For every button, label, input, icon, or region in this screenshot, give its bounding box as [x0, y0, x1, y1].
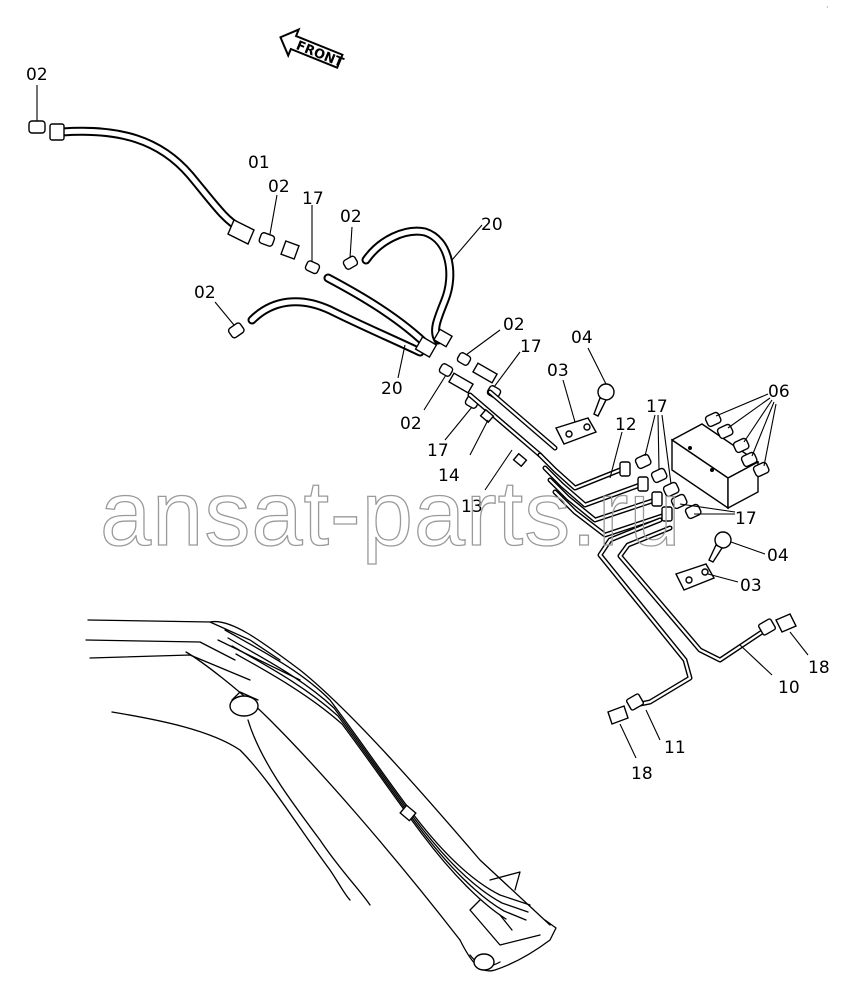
callout-04-upper: 04	[571, 328, 593, 348]
callout-10: 10	[778, 678, 800, 698]
fitting-block	[280, 240, 300, 260]
callout-03-upper: 03	[547, 361, 569, 381]
callout-12: 12	[615, 415, 637, 435]
callout-02-c: 02	[194, 283, 216, 303]
fittings-06	[704, 393, 777, 478]
fitting-02-a	[258, 194, 278, 247]
callout-17-c: 17	[646, 397, 668, 417]
clamp-03-upper	[555, 379, 598, 445]
callout-01: 01	[248, 153, 270, 173]
hose-20-lower	[247, 297, 425, 379]
callout-03-lower: 03	[740, 576, 762, 596]
callout-04-lower: 04	[767, 546, 789, 566]
callout-02-d: 02	[503, 315, 525, 335]
fitting-02-b	[342, 226, 359, 270]
clamp-03-lower	[675, 563, 739, 591]
watermark-text: ansat-parts.ru	[100, 463, 682, 565]
boom-piping	[224, 629, 541, 946]
bolt-04-upper	[587, 347, 615, 417]
hose-01	[49, 123, 255, 245]
callout-17-b: 17	[520, 337, 542, 357]
fitting-17-a	[304, 205, 321, 275]
callouts: 02 01 02 17 02 20 02 02 04 17 03 20 06 1…	[26, 65, 830, 784]
pipe-bundle-12	[537, 431, 673, 538]
callout-11: 11	[664, 738, 686, 758]
callout-02-e: 02	[400, 414, 422, 434]
boom-arm	[85, 619, 557, 972]
callout-02-top: 02	[26, 65, 48, 85]
fitting-02-top	[28, 85, 46, 134]
cap-18-left	[607, 705, 637, 759]
hose-20-upper	[323, 224, 483, 353]
pipe-10-11	[597, 517, 777, 741]
manifold-block	[670, 423, 760, 510]
callout-17-a: 17	[302, 189, 324, 209]
callout-14: 14	[438, 466, 460, 486]
callout-02-a: 02	[268, 177, 290, 197]
pipe-13-14	[467, 389, 558, 491]
callout-06: 06	[768, 382, 790, 402]
callout-17-e: 17	[735, 509, 757, 529]
callout-17-d: 17	[427, 441, 449, 461]
bolt-04-lower	[708, 531, 766, 563]
fittings-17-cluster	[634, 414, 736, 520]
callout-20-upper: 20	[481, 215, 503, 235]
callout-18-right: 18	[808, 658, 830, 678]
callout-20-lower: 20	[381, 379, 403, 399]
front-arrow: FRONT	[279, 27, 346, 71]
fitting-02-c	[214, 301, 245, 339]
cap-18-right	[775, 613, 809, 656]
callout-13: 13	[461, 497, 483, 517]
corner-mark: ·	[826, 3, 829, 12]
front-arrow-label: FRONT	[294, 38, 346, 71]
callout-02-b: 02	[340, 207, 362, 227]
callout-18-left: 18	[631, 764, 653, 784]
